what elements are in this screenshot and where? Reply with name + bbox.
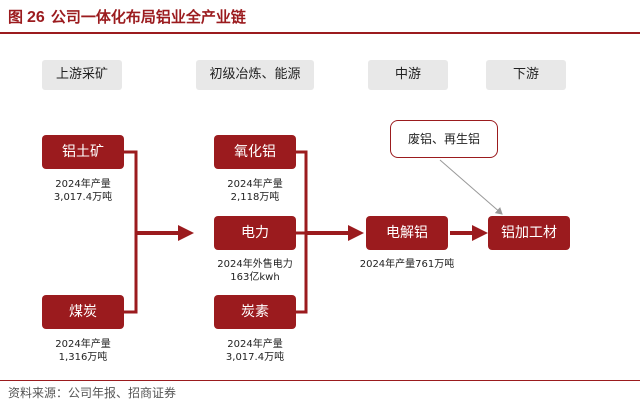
label-carbon-line2: 3,017.4万吨 (225, 352, 285, 363)
node-carbon: 炭素 (214, 295, 296, 329)
label-carbon-line1: 2024年产量 (227, 339, 283, 350)
node-power: 电力 (214, 216, 296, 250)
stage-header-midstream: 中游 (368, 60, 448, 90)
stage-header-upstream-mining: 上游采矿 (42, 60, 122, 90)
label-coal-line2: 1,316万吨 (58, 352, 108, 363)
label-bauxite: 2024年产量 3,017.4万吨 (22, 178, 144, 204)
node-electrolytic-aluminum: 电解铝 (366, 216, 448, 250)
footer-divider (0, 380, 640, 381)
figure-number: 26 (27, 9, 45, 26)
source-note: 资料来源：公司年报、招商证券 (8, 386, 177, 400)
node-coal: 煤炭 (42, 295, 124, 329)
label-carbon: 2024年产量 3,017.4万吨 (194, 338, 316, 364)
arrow-upstream-to-smelting (136, 225, 194, 241)
upstream-bracket (124, 150, 138, 314)
label-electrolytic-line1: 2024年产量761万吨 (359, 259, 455, 270)
label-electrolytic-aluminum: 2024年产量761万吨 (336, 258, 478, 271)
node-alumina: 氧化铝 (214, 135, 296, 169)
arrow-smelting-to-electrolytic (306, 225, 364, 241)
arrow-recycled-to-processing (439, 159, 503, 215)
label-alumina-line2: 2,118万吨 (230, 192, 280, 203)
figure-label: 图 (8, 8, 24, 26)
label-alumina-line1: 2024年产量 (227, 179, 283, 190)
node-recycled-aluminum: 废铝、再生铝 (390, 120, 498, 158)
label-power-line2: 163亿kwh (230, 272, 280, 283)
label-power-line1: 2024年外售电力 (217, 259, 293, 270)
label-bauxite-line2: 3,017.4万吨 (53, 192, 113, 203)
smelting-bracket (296, 150, 308, 314)
node-bauxite: 铝土矿 (42, 135, 124, 169)
figure-title-text: 公司一体化布局铝业全产业链 (50, 8, 246, 26)
arrow-electrolytic-to-processing (450, 225, 488, 241)
stage-header-downstream: 下游 (486, 60, 566, 90)
title-divider (0, 32, 640, 34)
label-coal-line1: 2024年产量 (55, 339, 111, 350)
label-coal: 2024年产量 1,316万吨 (22, 338, 144, 364)
label-alumina: 2024年产量 2,118万吨 (194, 178, 316, 204)
node-aluminum-processing: 铝加工材 (488, 216, 570, 250)
stage-header-smelting-energy: 初级冶炼、能源 (196, 60, 314, 90)
label-bauxite-line1: 2024年产量 (55, 179, 111, 190)
label-power: 2024年外售电力 163亿kwh (194, 258, 316, 284)
